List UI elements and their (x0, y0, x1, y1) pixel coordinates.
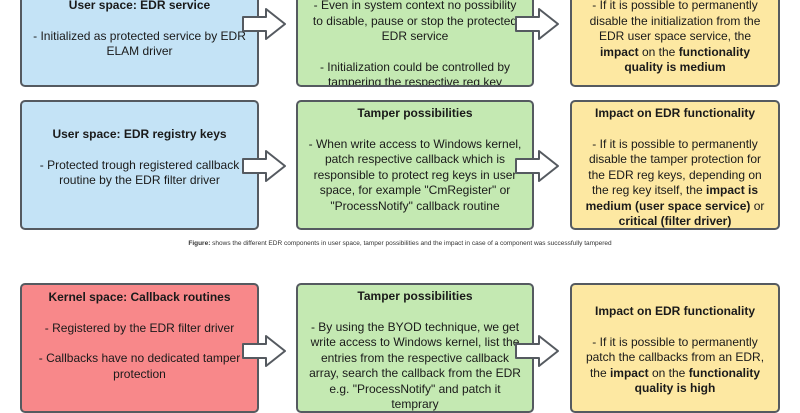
box-text: - Callbacks have no dedicated tamper pro… (38, 351, 241, 381)
impact-bold: impact (599, 44, 639, 59)
impact-bold: impact is medium (user space service) (585, 183, 759, 213)
figure-caption: Figure: shows the different EDR componen… (0, 240, 800, 247)
arrow-right-icon (514, 334, 560, 368)
box-title: Tamper possibilities (357, 289, 473, 303)
user-space-registry-keys-box: User space: EDR registry keys - Protecte… (20, 100, 259, 230)
box-text: - Registered by the EDR filter driver (44, 320, 235, 335)
impact-text: on the (648, 365, 689, 380)
impact-text: or (750, 198, 765, 213)
box-text: - If it is possible to permanently disab… (582, 136, 768, 229)
box-text: - If it is possible to permanently disab… (582, 0, 768, 76)
box-title: Impact on EDR functionality (594, 304, 755, 318)
box-text: - Even in system context no possibility … (312, 0, 518, 43)
impact-bold: functionality quality is high (634, 365, 761, 396)
box-text: - When write access to Windows kernel, p… (308, 136, 522, 213)
arrow-right-icon (514, 7, 560, 41)
caption-label: Figure: (188, 240, 211, 247)
impact-box-kernel: Impact on EDR functionality - If it is p… (570, 283, 780, 413)
box-text: - Protected trough registered callback r… (39, 157, 240, 188)
tamper-possibilities-box-service: - Even in system context no possibility … (296, 0, 534, 87)
impact-bold: functionality quality is medium (624, 44, 751, 75)
box-title: User space: EDR registry keys (52, 127, 227, 141)
impact-text: - If it is possible to permanently disab… (588, 136, 762, 198)
box-text: - By using the BYOD technique, we get wr… (309, 319, 521, 412)
caption-text: shows the different EDR components in us… (210, 240, 612, 247)
impact-bold: critical (filter driver) (618, 214, 732, 228)
box-text: - If it is possible to permanently patch… (582, 335, 768, 397)
impact-text: - If it is possible to permanently disab… (589, 0, 761, 43)
arrow-right-icon (241, 7, 287, 41)
box-title: Impact on EDR functionality (594, 106, 755, 120)
kernel-space-callback-routines-box: Kernel space: Callback routines - Regist… (20, 283, 259, 413)
arrow-right-icon (241, 334, 287, 368)
impact-text: - If it is possible to permanently patch… (585, 334, 765, 380)
box-title: Tamper possibilities (357, 106, 473, 120)
tamper-possibilities-box-registry: Tamper possibilities - When write access… (296, 100, 534, 230)
impact-bold: impact (609, 365, 649, 380)
box-text: - Initialization could be controlled by … (319, 59, 511, 87)
arrow-right-icon (241, 149, 287, 183)
arrow-right-icon (514, 149, 560, 183)
impact-text: on the (638, 44, 679, 59)
impact-box-service: - If it is possible to permanently disab… (570, 0, 780, 87)
user-space-edr-service-box: User space: EDR service - Initialized as… (20, 0, 259, 87)
box-title: User space: EDR service (68, 0, 211, 12)
box-title: Kernel space: Callback routines (48, 290, 231, 304)
impact-box-registry: Impact on EDR functionality - If it is p… (570, 100, 780, 230)
box-text: - Initialized as protected service by ED… (33, 28, 246, 59)
tamper-possibilities-box-kernel: Tamper possibilities - By using the BYOD… (296, 283, 534, 413)
